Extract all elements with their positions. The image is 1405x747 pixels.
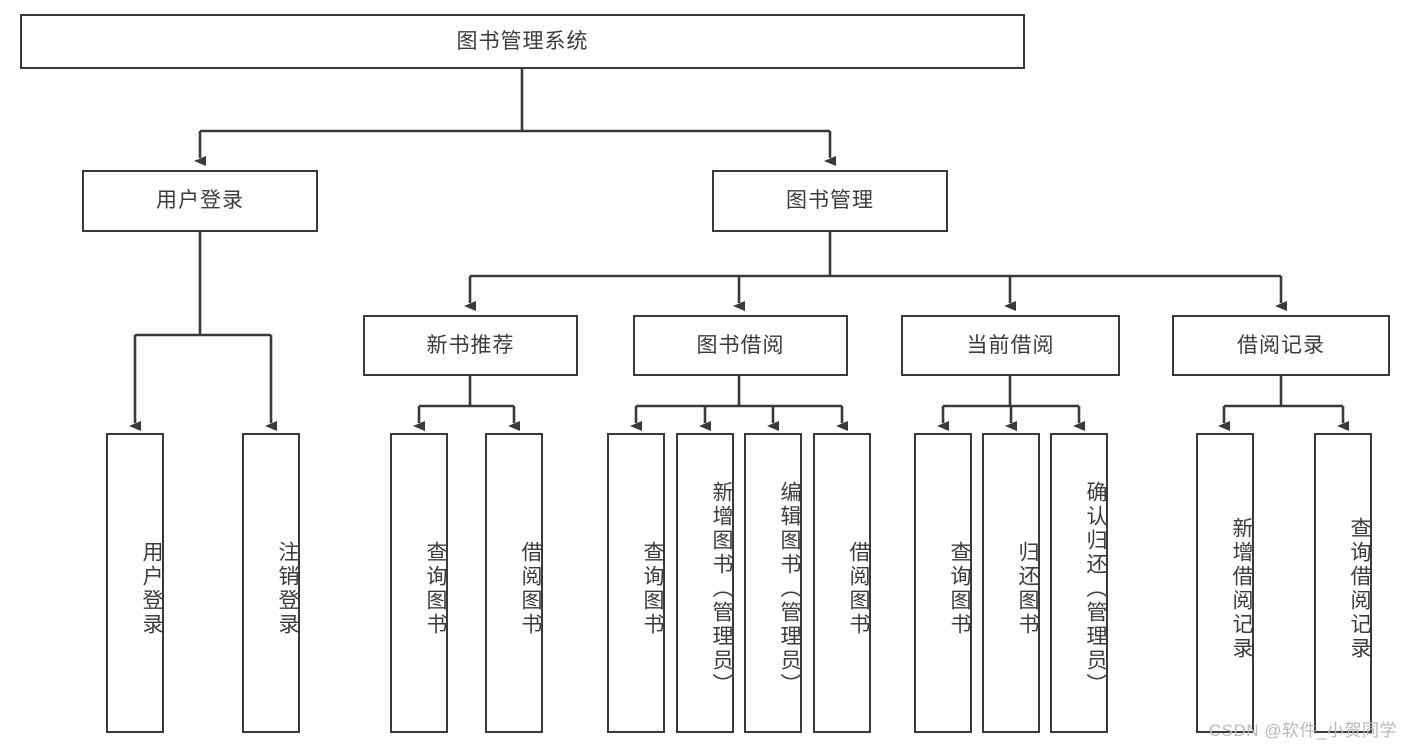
node-leaf-user-login[interactable]: 用户登录 — [106, 433, 164, 733]
node-leaf-return-book[interactable]: 归还图书 — [982, 433, 1040, 733]
node-new-book-recommend[interactable]: 新书推荐 — [363, 315, 578, 376]
node-leaf-add-borrow-record[interactable]: 新增借阅记录 — [1196, 433, 1254, 733]
node-label: 图书借阅 — [696, 333, 785, 357]
node-leaf-borrow-book-recommend[interactable]: 借阅图书 — [485, 433, 543, 733]
node-leaf-query-borrow-record[interactable]: 查询借阅记录 — [1314, 433, 1372, 733]
node-leaf-logout[interactable]: 注销登录 — [242, 433, 300, 733]
node-current-borrow[interactable]: 当前借阅 — [901, 315, 1120, 376]
node-label: 新增借阅记录 — [1230, 517, 1253, 661]
node-leaf-query-book-current[interactable]: 查询图书 — [914, 433, 972, 733]
node-label: 注销登录 — [276, 541, 299, 637]
node-label: 查询图书 — [424, 541, 447, 637]
node-label: 借阅图书 — [847, 541, 870, 637]
node-leaf-query-book-borrow[interactable]: 查询图书 — [607, 433, 665, 733]
node-label: 查询图书 — [948, 541, 971, 637]
node-label: 当前借阅 — [966, 333, 1055, 357]
node-leaf-edit-book-admin[interactable]: 编辑图书（管理员） — [744, 433, 802, 733]
node-label: 查询借阅记录 — [1348, 517, 1371, 661]
node-user-login[interactable]: 用户登录 — [82, 170, 318, 232]
node-label: 查询图书 — [641, 541, 664, 637]
node-label: 新增图书（管理员） — [710, 481, 733, 697]
node-leaf-query-book-recommend[interactable]: 查询图书 — [390, 433, 448, 733]
node-label: 图书管理 — [786, 189, 874, 213]
node-leaf-borrow-book[interactable]: 借阅图书 — [813, 433, 871, 733]
node-leaf-add-book-admin[interactable]: 新增图书（管理员） — [676, 433, 734, 733]
node-book-management[interactable]: 图书管理 — [712, 170, 948, 232]
node-label: 新书推荐 — [426, 333, 515, 357]
node-label: 图书管理系统 — [456, 29, 589, 53]
node-label: 借阅记录 — [1237, 333, 1325, 357]
node-root-book-management-system[interactable]: 图书管理系统 — [20, 14, 1025, 69]
node-borrow-record[interactable]: 借阅记录 — [1172, 315, 1390, 376]
node-label: 用户登录 — [156, 189, 244, 213]
node-label: 借阅图书 — [519, 541, 542, 637]
node-label: 归还图书 — [1016, 541, 1039, 637]
node-label: 用户登录 — [140, 541, 163, 637]
node-label: 编辑图书（管理员） — [778, 481, 801, 697]
node-label: 确认归还（管理员） — [1084, 481, 1107, 697]
node-book-borrow[interactable]: 图书借阅 — [633, 315, 848, 376]
node-leaf-confirm-return-admin[interactable]: 确认归还（管理员） — [1050, 433, 1108, 733]
